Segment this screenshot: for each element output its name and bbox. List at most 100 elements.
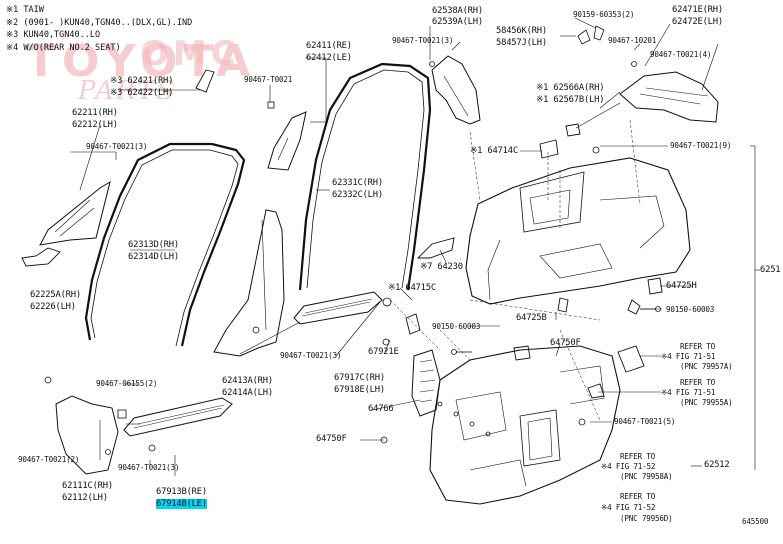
label-refer4-b: ※4 FIG 71-52 — [601, 503, 656, 512]
label-refer2-a: REFER TO — [680, 378, 715, 387]
label-62539: 62539A(LH) — [432, 17, 483, 27]
label-refer4-c: (PNC 79956D) — [620, 514, 673, 523]
label-90467-e: 90467-T0021(9) — [670, 141, 732, 150]
quarter-trim-upper — [465, 157, 691, 305]
label-90467-f: 90467-T0021(3) — [280, 351, 342, 360]
part-64230 — [416, 237, 455, 259]
label-62226: 62226(LH) — [30, 302, 76, 312]
note-4: ※4 W/O(REAR NO.2 SEAT) — [6, 42, 121, 53]
label-62225: 62225A(RH) — [30, 290, 81, 300]
label-refer4-a: REFER TO — [620, 492, 655, 501]
label-90467-h: 90467-T0021(2) — [18, 455, 80, 464]
label-refer3-c: (PNC 79958A) — [620, 472, 673, 481]
label-62567: ※1 62567B(LH) — [536, 95, 605, 105]
label-62411: 62411(RE) — [306, 41, 352, 51]
highlighted-part-number: 67914B(LE) — [156, 499, 207, 509]
label-90467-a: 90467-T0021(3) — [86, 142, 148, 151]
label-90150-a: 90150-60003 — [432, 322, 481, 331]
leader-lines — [70, 17, 760, 476]
label-62421: ※3 62421(RH) — [110, 76, 174, 86]
label-90467-b: 90467-T0021 — [244, 75, 293, 84]
part-64766 — [411, 349, 441, 417]
label-67917: 67917C(RH) — [334, 373, 385, 383]
label-58456: 58456K(RH) — [496, 26, 547, 36]
note-3: ※3 KUN40,TGN40..LO — [6, 30, 101, 40]
label-62212: 62212(LH) — [72, 120, 118, 130]
label-67921: 67921E — [368, 347, 399, 357]
diagram-id: 645500 — [742, 517, 769, 526]
label-refer3-a: REFER TO — [620, 452, 655, 461]
note-1: ※1 TAIW — [6, 5, 44, 15]
b-pillar-upper — [267, 111, 307, 171]
label-refer3-b: ※4 FIG 71-52 — [601, 462, 656, 471]
label-62331: 62331C(RH) — [332, 178, 383, 188]
c-pillar-garnish — [431, 55, 481, 125]
label-90467-c: 90467-T0021(3) — [392, 36, 454, 45]
part-64715 — [405, 313, 421, 335]
label-62422: ※3 62422(LH) — [110, 88, 174, 98]
label-90467-10201: 90467-10201 — [608, 36, 657, 45]
label-6251: 6251 — [760, 265, 781, 275]
weatherstrip-rear — [298, 62, 432, 291]
label-67913: 67913B(RE) — [156, 487, 207, 497]
label-62472: 62472E(LH) — [672, 17, 723, 27]
label-67918: 67918E(LH) — [334, 385, 385, 395]
label-90467-06155: 90467-06155(2) — [96, 379, 158, 388]
label-62413: 62413A(RH) — [222, 376, 273, 386]
label-refer2-c: (PNC 79955A) — [680, 398, 733, 407]
part-64714 — [539, 139, 559, 159]
label-64715: ※1 64715C — [388, 283, 436, 293]
label-58457: 58457J(LH) — [496, 38, 547, 48]
label-62314: 62314D(LH) — [128, 252, 179, 262]
label-64725B: 64725B — [516, 313, 547, 323]
label-64750F-b: 64750F — [316, 434, 347, 444]
label-62412: 62412(LE) — [306, 53, 352, 63]
part-64750F — [557, 297, 569, 313]
label-refer1-c: (PNC 79957A) — [680, 362, 733, 371]
notes-block: ※1 TAIW ※2 (0901- )KUN40,TGN40..(DLX,GL)… — [6, 4, 192, 54]
label-90159: 90159-60353(2) — [573, 10, 635, 19]
cowl-side-trim — [55, 395, 119, 475]
a-pillar-garnish — [39, 180, 111, 246]
b-pillar-lower — [213, 209, 285, 357]
part-62566 — [565, 123, 581, 137]
note-2: ※2 (0901- )KUN40,TGN40..(DLX,GL).IND — [6, 17, 193, 28]
part-62421 — [195, 69, 215, 93]
label-64230: ※7 64230 — [420, 262, 463, 272]
watermark-parts: PARTS — [78, 76, 177, 106]
watermark-toyota: TOYOTA — [26, 36, 257, 87]
weatherstrip-front — [84, 142, 246, 347]
label-refer1-b: ※4 FIG 71-51 — [661, 352, 716, 361]
part-64725H — [647, 277, 663, 295]
label-90150-b: 90150-60003 — [666, 305, 715, 314]
label-64725H: 64725H — [666, 281, 697, 291]
label-90467-d: 90467-T0021(4) — [650, 50, 712, 59]
label-62111: 62111C(RH) — [62, 481, 113, 491]
part-64725B — [513, 345, 531, 361]
label-62566: ※1 62566A(RH) — [536, 83, 605, 93]
label-67914: 67914B(LE) — [156, 499, 207, 510]
quarter-trim-lower — [429, 345, 621, 505]
watermark-brand: OMC — [140, 34, 240, 74]
label-64714: ※1 64714C — [470, 146, 518, 156]
label-62112: 62112(LH) — [62, 493, 108, 503]
label-64750F: 64750F — [550, 338, 581, 348]
label-62471: 62471E(RH) — [672, 5, 723, 15]
label-90467-i: 90467-T0021(3) — [118, 463, 180, 472]
label-90467-g: 90467-T0021(5) — [614, 417, 676, 426]
refer-piece-79955A — [587, 383, 605, 399]
label-62211: 62211(RH) — [72, 108, 118, 118]
label-62512: 62512 — [704, 460, 730, 470]
label-refer2-b: ※4 FIG 71-51 — [661, 388, 716, 397]
label-62414: 62414A(LH) — [222, 388, 273, 398]
label-refer1-a: REFER TO — [680, 342, 715, 351]
refer-piece-79957A — [617, 345, 645, 373]
d-pillar-upper-trim — [619, 71, 719, 123]
label-64766: 64766 — [368, 404, 394, 414]
scuff-plate-front — [123, 397, 233, 437]
label-62313: 62313D(RH) — [128, 240, 179, 250]
label-62538: 62538A(RH) — [432, 6, 483, 16]
label-62332: 62332C(LH) — [332, 190, 383, 200]
